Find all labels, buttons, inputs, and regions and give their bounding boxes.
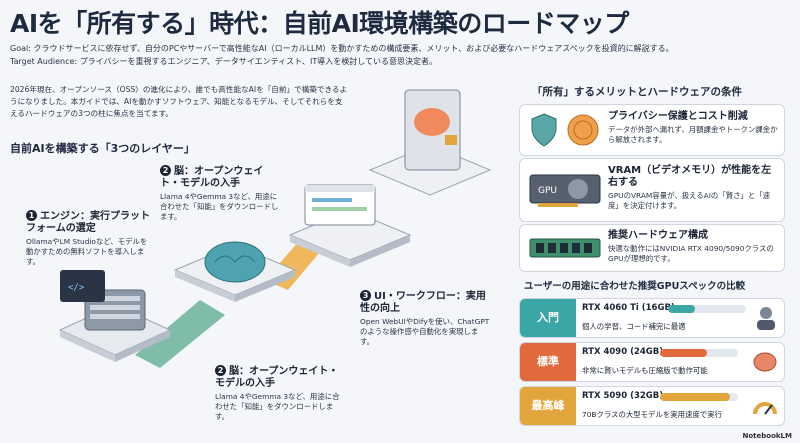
lock-icon xyxy=(445,135,457,145)
gpu-level-bar xyxy=(660,349,707,357)
gpu-tier-entry: 入門 RTX 4060 Ti (16GB) 個人の学習、コード補完に最適 xyxy=(519,298,785,338)
gauge-icon xyxy=(753,402,777,415)
svg-text:</>: </> xyxy=(68,283,85,293)
gpu-level-bar xyxy=(668,305,696,313)
platform-server-top xyxy=(368,89,492,196)
coins-icon xyxy=(567,114,599,146)
audience-text: Target Audience: プライバシーを重視するエンジニア、データサイエ… xyxy=(10,57,438,66)
shield-icon xyxy=(531,113,557,147)
user-icon xyxy=(757,307,775,330)
layers-heading: 自前AIを構築する「3つのレイヤー」 xyxy=(10,142,195,155)
gpu-level-bar xyxy=(660,393,731,401)
gpu-tier-top: 最高峰 RTX 5090 (32GB) 70Bクラスの大型モデルを実用速度で実行 xyxy=(519,386,785,426)
platform-engine: </> xyxy=(58,270,172,362)
code-window-icon xyxy=(60,270,105,302)
path-arrow-green xyxy=(135,300,225,368)
ram-module-icon xyxy=(529,238,601,258)
goal-text: Goal: クラウドサービスに依存せず、自分のPCやサーバーで高性能なAI（ロー… xyxy=(10,44,674,53)
merit-heading: 「所有」するメリットとハードウェアの条件 xyxy=(532,86,742,98)
platform-ui xyxy=(288,184,412,267)
merit-card-hardware: 推奨ハードウェア構成 快適な動作にはNVIDIA RTX 4090/5090クラ… xyxy=(519,224,785,272)
merit-card-privacy: プライバシー保護とコスト削減 データが外部へ漏れず、月額課金やトークン課金から解… xyxy=(519,104,785,156)
gpu-heading: ユーザーの用途に合わせた推奨GPUスペックの比較 xyxy=(524,281,746,292)
intro-text: 2026年現在、オープンソース（OSS）の進化により、誰でも高性能なAIを「自前… xyxy=(10,85,348,118)
brain-icon xyxy=(753,352,777,372)
svg-text:GPU: GPU xyxy=(538,186,557,196)
platform-brain xyxy=(173,241,297,302)
footer-brand: NotebookLM xyxy=(742,432,792,440)
roadmap-illustration: </> xyxy=(58,89,492,368)
page-title: AIを「所有する」時代：自前AI環境構築のロードマップ xyxy=(10,9,629,38)
gpu-card-icon: GPU xyxy=(529,174,601,207)
merit-card-vram: GPU VRAM（ビデオメモリ）が性能を左右する GPUのVRAM容量が、扱える… xyxy=(519,158,785,222)
gpu-tier-standard: 標準 RTX 4090 (24GB) 非常に賢いモデルも圧縮版で動作可能 xyxy=(519,342,785,382)
